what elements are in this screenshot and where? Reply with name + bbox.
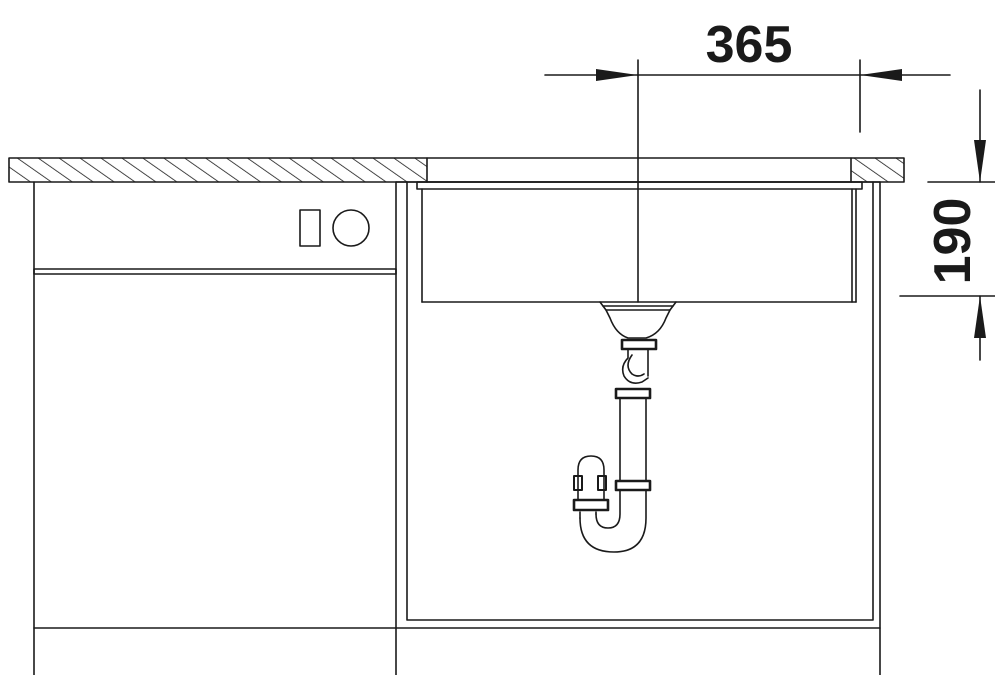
drain-siphon: [572, 301, 677, 553]
arrow-down-icon: [974, 140, 986, 182]
sink-bowl: [416, 181, 863, 303]
dishwasher-control-panel: [299, 209, 370, 247]
arrow-left-icon: [860, 69, 902, 81]
width-dimension-label: 365: [706, 16, 793, 74]
rectangular-button-icon: [299, 209, 321, 247]
dishwasher-cabinet: [33, 181, 397, 675]
depth-dimension-label: 190: [924, 198, 982, 285]
countertop: [8, 157, 905, 183]
arrow-up-icon: [974, 296, 986, 338]
width-dimension: [544, 59, 951, 303]
round-knob-icon: [332, 209, 370, 247]
sink-base-cabinet: [395, 181, 881, 675]
arrow-right-icon: [596, 69, 638, 81]
depth-dimension: [899, 89, 995, 361]
